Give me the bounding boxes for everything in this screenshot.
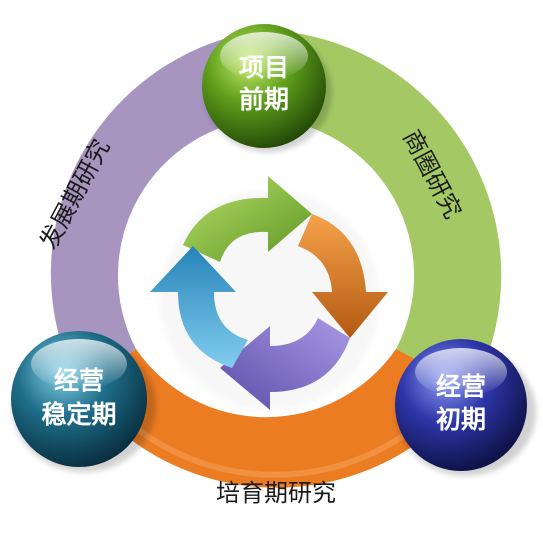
node-right-line1: 经营 — [436, 372, 486, 401]
arrow-orange-icon — [298, 214, 388, 338]
node-top: 项目 前期 — [202, 24, 332, 152]
refresh-cycle-icon — [150, 176, 388, 410]
node-left-line2: 稳定期 — [41, 400, 116, 429]
node-left-line1: 经营 — [54, 366, 104, 395]
node-left: 经营 稳定期 — [11, 331, 156, 472]
node-top-line2: 前期 — [239, 85, 289, 114]
node-right: 经营 初期 — [395, 339, 536, 476]
node-top-line1: 项目 — [239, 53, 289, 82]
arrow-blue-icon — [150, 246, 248, 368]
node-right-line2: 初期 — [436, 405, 486, 434]
arrow-green-icon — [183, 176, 312, 262]
arrow-purple-icon — [220, 318, 350, 410]
ring-segment-right — [266, 30, 502, 389]
segment-label-bottom: 培育期研究 — [216, 479, 336, 507]
ring-segment-bottom — [80, 349, 473, 488]
